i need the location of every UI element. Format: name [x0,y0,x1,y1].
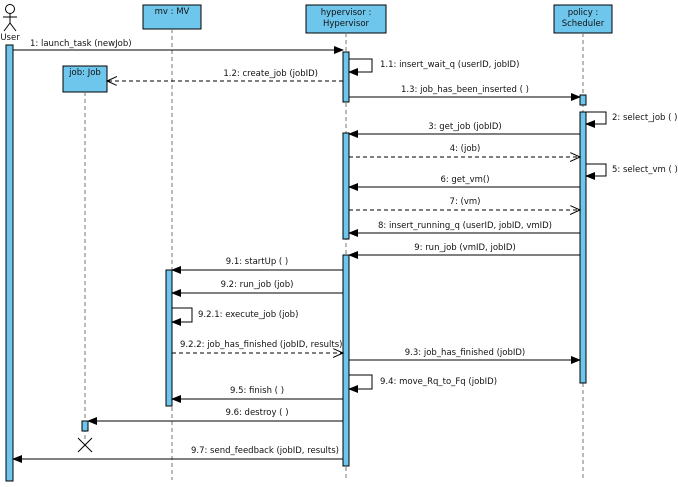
participant-scheduler-line1: policy : [568,8,599,18]
message-label: 9: run_job (vmID, jobID) [414,243,516,253]
activation-mv [165,269,173,407]
activation-scheduler-2 [579,111,587,384]
participant-job: job: Job [62,65,108,93]
message-execute-job: 9.2.1: execute_job (job) [171,307,298,326]
activation-job [81,420,89,432]
message-label: 9.2: run_job (job) [221,280,294,290]
message-label: 9.3: job_has_finished (jobID) [405,348,525,358]
message-finish: 9.5: finish ( ) [171,386,343,403]
message-move-rq-to-fq: 9.4: move_Rq_to_Fq (jobID) [348,374,497,393]
activation-user [5,44,14,482]
message-label: 1.3: job_has_been_inserted ( ) [401,85,529,95]
participant-mv-label: mv : MV [155,7,190,17]
message-label: 9.1: startUp ( ) [226,257,289,267]
message-label: 4: (job) [450,144,481,154]
activation-hypervisor-1 [342,51,350,103]
activation-scheduler-1 [579,94,587,106]
message-job-has-finished-return: 9.2.2: job_has_finished (jobID, results) [172,340,343,353]
message-return-vm: 7: (vm) [349,197,580,210]
message-create-job: 1.2: create_job (jobID) [107,69,343,81]
message-label: 9.4: move_Rq_to_Fq (jobID) [380,377,497,387]
message-label: 1: launch_task (newJob) [30,39,132,49]
destroy-x-icon [77,437,93,453]
message-job-has-been-inserted: 1.3: job_has_been_inserted ( ) [349,85,581,101]
participant-hypervisor-line1: hypervisor : [321,8,372,18]
activation-hypervisor-3 [342,254,350,467]
message-label: 5: select_vm ( ) [612,165,678,175]
message-label: 6: get_vm() [440,175,489,185]
message-label: 7: (vm) [450,197,481,207]
message-send-feedback: 9.7: send_feedback (jobID, results) [12,446,343,463]
participant-scheduler: policy : Scheduler [553,4,613,34]
message-select-vm: 5: select_vm ( ) [585,163,678,180]
message-label: 9.2.1: execute_job (job) [198,310,298,320]
message-label: 1.1: insert_wait_q (userID, jobID) [380,60,519,70]
message-label: 8: insert_running_q (userID, jobID, vmID… [378,221,552,231]
actor-label: User [0,33,20,43]
message-label: 1.2: create_job (jobID) [223,69,318,79]
actor-user: User [0,4,20,43]
message-get-job: 3: get_job (jobID) [348,122,580,138]
message-startup: 9.1: startUp ( ) [171,257,343,274]
activations [5,44,587,482]
message-run-job-vm: 9: run_job (vmID, jobID) [348,243,580,259]
message-insert-wait-q: 1.1: insert_wait_q (userID, jobID) [348,58,519,76]
activation-hypervisor-2 [342,132,350,240]
message-launch-task: 1: launch_task (newJob) [13,39,344,54]
message-label: 2: select_job ( ) [612,113,677,123]
message-label: 9.6: destroy ( ) [225,408,288,418]
participant-mv: mv : MV [142,4,202,30]
message-label: 9.7: send_feedback (jobID, results) [191,446,339,456]
message-run-job: 9.2: run_job (job) [171,280,343,297]
message-insert-running-q: 8: insert_running_q (userID, jobID, vmID… [348,221,580,237]
participant-scheduler-line2: Scheduler [562,19,605,29]
message-label: 3: get_job (jobID) [428,122,501,132]
participant-hypervisor: hypervisor : Hypervisor [305,4,387,34]
stick-figure-icon [3,4,17,32]
message-label: 9.2.2: job_has_finished (jobID, results) [180,340,342,350]
participant-job-label: job: Job [68,68,101,78]
message-get-vm: 6: get_vm() [348,175,580,191]
message-label: 9.5: finish ( ) [230,386,284,396]
message-select-job: 2: select_job ( ) [585,111,677,128]
message-job-has-finished: 9.3: job_has_finished (jobID) [349,348,581,364]
message-destroy: 9.6: destroy ( ) [87,408,343,425]
participant-hypervisor-line2: Hypervisor [323,19,370,29]
message-return-job: 4: (job) [349,144,580,157]
